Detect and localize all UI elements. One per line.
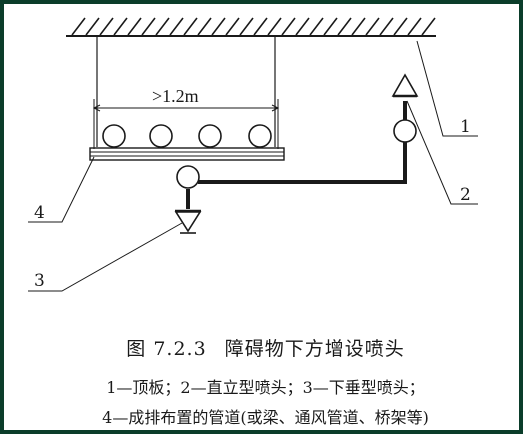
legend-line-2: 4—成排布置的管道(或梁、通风管道、桥架等) (102, 408, 429, 427)
figure-caption: 图 7.2.3 障碍物下方增设喷头 (4, 334, 523, 361)
hatch-stroke (323, 17, 338, 36)
hatch-stroke (281, 17, 296, 36)
hatch-stroke (351, 17, 366, 36)
hatch-stroke (71, 17, 86, 36)
hatch-stroke (155, 17, 170, 36)
hatch-stroke (113, 17, 128, 36)
pipe-2 (149, 124, 173, 148)
hatch-stroke (169, 17, 184, 36)
pipe-1 (102, 124, 126, 148)
obstruction-sprinkler-diagram: >1.2m (28, 17, 478, 292)
width-dimension (92, 99, 280, 149)
hatch-stroke (421, 17, 436, 36)
hatch-stroke (393, 17, 408, 36)
hatch-stroke (337, 17, 352, 36)
pipe-hangers (96, 36, 276, 147)
pipe-row (102, 124, 272, 148)
leader-lines (28, 40, 478, 292)
hatch-stroke (197, 17, 212, 36)
hatch-stroke (183, 17, 198, 36)
figure-number: 图 7.2.3 (126, 338, 207, 360)
dimension-label: >1.2m (152, 86, 199, 106)
hatch-stroke (407, 17, 422, 36)
pipe-tee (176, 165, 200, 189)
hatch-stroke (267, 17, 282, 36)
upright-sprinkler (391, 73, 419, 143)
hatch-stroke (379, 17, 394, 36)
sprinkler-piping (186, 101, 407, 209)
hatch-stroke (127, 17, 142, 36)
hatch-stroke (239, 17, 254, 36)
figure-title: 障碍物下方增设喷头 (224, 338, 405, 360)
hatch-stroke (99, 17, 114, 36)
legend-line-1: 1—顶板；2—直立型喷头；3—下垂型喷头； (106, 378, 425, 397)
callout-4: 4 (34, 203, 45, 223)
hatch-stroke (141, 17, 156, 36)
callout-2: 2 (460, 185, 471, 205)
hatch-stroke (211, 17, 226, 36)
hatch-stroke (225, 17, 240, 36)
pipe-tray (89, 147, 285, 161)
pipe-4 (248, 124, 272, 148)
hatch-stroke (309, 17, 324, 36)
pipe-3 (198, 124, 222, 148)
hatch-stroke (365, 17, 380, 36)
callout-1: 1 (460, 117, 471, 137)
ceiling-slab (66, 17, 436, 37)
pendent-sprinkler (174, 209, 202, 234)
hatch-stroke (295, 17, 310, 36)
hatch-stroke (253, 17, 268, 36)
hatch-stroke (85, 17, 100, 36)
callout-3: 3 (34, 271, 45, 291)
